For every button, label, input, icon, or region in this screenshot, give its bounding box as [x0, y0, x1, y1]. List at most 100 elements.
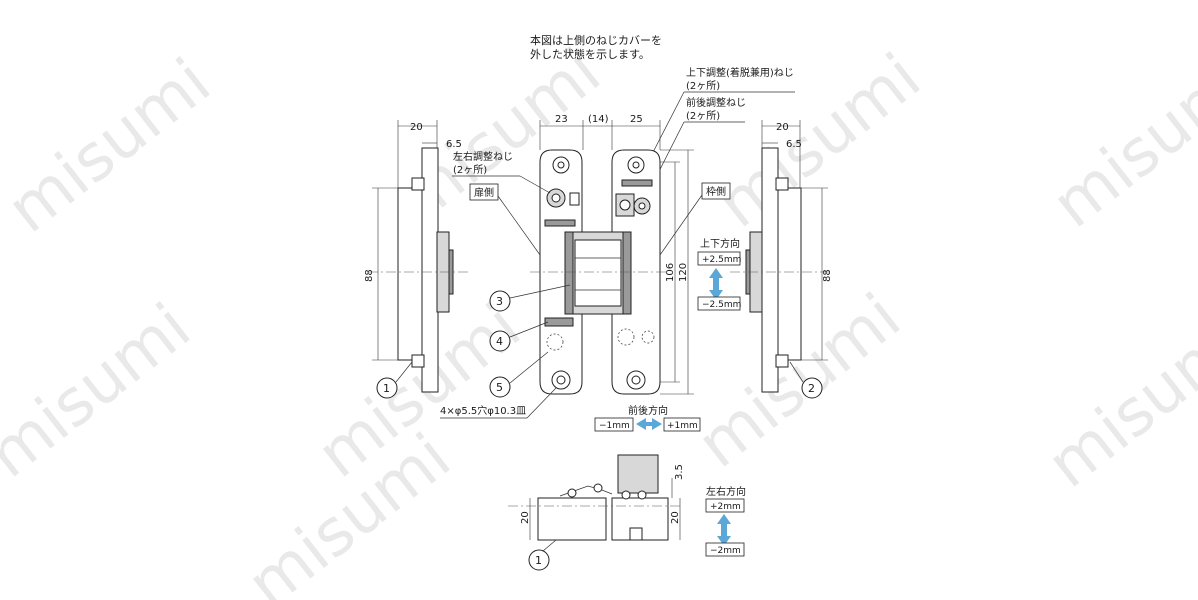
- top-hole-inner: [557, 161, 565, 169]
- screw-head: [775, 177, 789, 191]
- leader-line: [395, 361, 413, 383]
- leader-line: [647, 91, 685, 163]
- watermark-text: misumi: [0, 290, 204, 492]
- lower-hole: [546, 333, 564, 351]
- callout-circle: [801, 377, 823, 399]
- frontback-plus: +1mm: [667, 421, 698, 431]
- callout-circle: [489, 330, 511, 352]
- updown-plus-box: [697, 251, 741, 266]
- watermark-text: misumi: [0, 45, 224, 247]
- knuckle-top: [617, 454, 659, 494]
- dim-gap: (14): [588, 114, 609, 125]
- model-label: [544, 219, 576, 227]
- updown-indicator: 上下方向 +2.5mm −2.5mm: [697, 237, 741, 311]
- frame-side-label: 枠側: [706, 185, 726, 198]
- dim-right-offset: 6.5: [786, 139, 802, 150]
- leftright-title: 左右方向: [706, 485, 746, 498]
- note-line-1: 本図は上側のねじカバーを: [530, 33, 662, 47]
- knuckle-edge: [564, 231, 574, 315]
- screw-head: [411, 177, 425, 191]
- leftright-plus-box: [705, 498, 745, 513]
- callout-circle: [528, 549, 550, 571]
- screw-center: [551, 193, 561, 203]
- leftright-minus: −2mm: [710, 546, 741, 556]
- callout-5: 5: [496, 381, 503, 394]
- dim-total-height: 120: [678, 263, 689, 282]
- watermark-text: misumi: [1039, 40, 1198, 242]
- callout-circle: [489, 376, 511, 398]
- updown-minus: −2.5mm: [702, 300, 741, 310]
- door-block: [537, 497, 607, 541]
- frontback-arrow-icon: [636, 418, 662, 430]
- updown-plus: +2.5mm: [702, 255, 741, 265]
- leader-line: [509, 284, 571, 299]
- screw-center: [638, 202, 646, 210]
- holes-label: 4×φ5.5穴φ10.3皿: [440, 404, 526, 417]
- frontback-minus: −1mm: [599, 421, 630, 431]
- door-side-label: 扉側: [474, 186, 494, 199]
- leader-line: [497, 195, 541, 256]
- frontback-minus-box: [594, 417, 634, 432]
- notch: [629, 527, 643, 541]
- marker: [569, 192, 580, 206]
- leftright-screw-count: (2ヶ所): [453, 164, 487, 176]
- updown-title: 上下方向: [700, 237, 740, 250]
- screw-head: [775, 354, 789, 368]
- leader-line: [526, 387, 557, 419]
- dim-bottom-left: 20: [520, 511, 531, 524]
- door-side-box: [469, 183, 499, 201]
- frontback-title: 前後方向: [628, 404, 668, 417]
- callout-circle: [376, 377, 398, 399]
- callout-1: 1: [383, 382, 390, 395]
- leader-line: [789, 361, 804, 383]
- dim-door-width: 23: [555, 114, 568, 125]
- updown-screw-count: (2ヶ所): [686, 80, 720, 92]
- bottom-hole-inner: [631, 375, 641, 385]
- dim-left-height: 88: [364, 269, 375, 282]
- leftright-screw-label: 左右調整ねじ: [453, 150, 513, 163]
- leftright-plus: +2mm: [710, 502, 741, 512]
- lower-hole: [617, 328, 635, 346]
- dim-inner-height: 106: [665, 263, 676, 282]
- updown-arrow-icon: [709, 268, 723, 300]
- leftright-arrow-icon: [717, 514, 731, 546]
- front-view: 23 (14) 25: [530, 114, 694, 395]
- leader-line: [509, 321, 549, 338]
- frontback-plus-box: [663, 417, 701, 432]
- watermark-text: misumi: [1034, 300, 1198, 502]
- pivot: [621, 490, 631, 500]
- brand-label: [621, 179, 653, 187]
- screw-head: [411, 354, 425, 368]
- top-hole-inner: [632, 161, 640, 169]
- callout-circle: [489, 290, 511, 312]
- note-line-2: 外した状態を示します。: [530, 47, 650, 61]
- left-side-view: 20 6.5 88 1: [364, 120, 470, 399]
- leader-line: [659, 194, 703, 256]
- dim-left-width: 20: [410, 122, 423, 133]
- frame-side-box: [701, 182, 731, 200]
- dim-left-offset: 6.5: [446, 139, 462, 150]
- frontback-indicator: 前後方向 −1mm +1mm: [594, 404, 701, 432]
- frontback-screw-label: 前後調整ねじ: [686, 96, 746, 109]
- pivot: [593, 483, 603, 493]
- pivot: [637, 490, 647, 500]
- mount-plate: [397, 187, 424, 361]
- mount-plate: [775, 187, 802, 361]
- lower-label: [544, 317, 574, 327]
- callout-1-bottom: 1: [535, 554, 542, 567]
- bottom-view: 20 20 3.5 1: [508, 454, 685, 571]
- right-side-view: 20 6.5 88 2: [730, 120, 833, 399]
- pivot: [567, 488, 577, 498]
- leader-line: [542, 539, 557, 552]
- dim-frame-width: 25: [630, 114, 643, 125]
- leader-line: [509, 351, 549, 384]
- callout-3: 3: [496, 295, 503, 308]
- dim-bottom-top: 3.5: [674, 464, 685, 480]
- updown-minus-box: [697, 296, 741, 311]
- frontback-screw-count: (2ヶ所): [686, 110, 720, 122]
- callout-2: 2: [808, 382, 815, 395]
- dim-right-height: 88: [822, 269, 833, 282]
- leader-line: [519, 175, 551, 194]
- dim-bottom-right: 20: [670, 511, 681, 524]
